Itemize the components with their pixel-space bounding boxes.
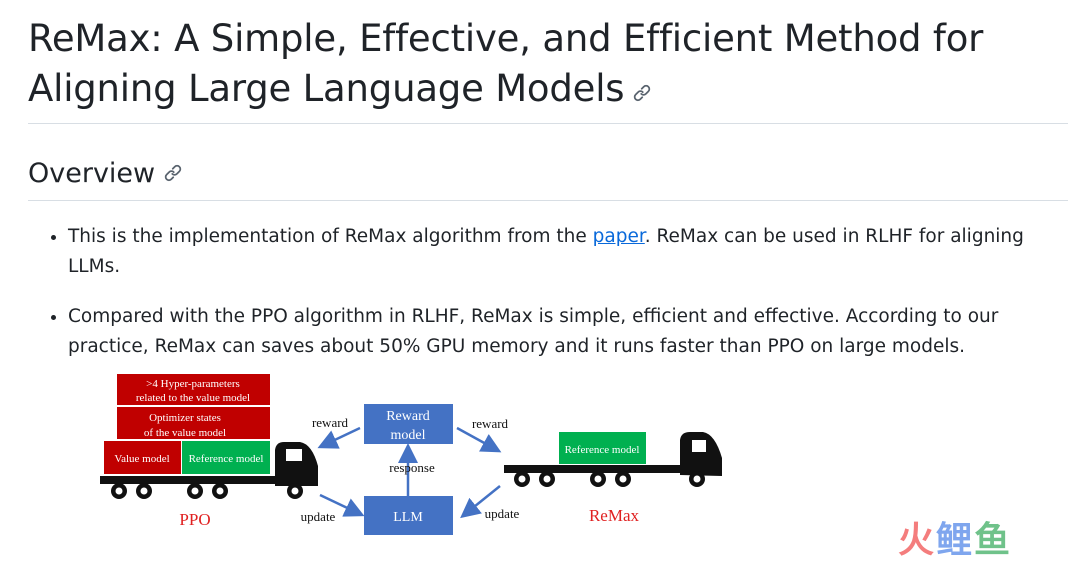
svg-text:>4 Hyper-parameters: >4 Hyper-parameters	[146, 378, 240, 390]
svg-text:model: model	[391, 428, 426, 443]
anchor-link-icon[interactable]	[163, 156, 183, 194]
svg-text:Reference model: Reference model	[565, 444, 640, 456]
svg-text:LLM: LLM	[393, 510, 423, 525]
hyperparams-box	[117, 374, 270, 405]
overview-list: This is the implementation of ReMax algo…	[28, 222, 1068, 382]
watermark-logo: 火鲤鱼	[898, 520, 1013, 561]
svg-text:related to the value model: related to the value model	[136, 392, 250, 404]
ppo-update-arrow	[319, 493, 365, 517]
ppo-truck-icon	[100, 442, 318, 499]
svg-text:Reward: Reward	[386, 409, 430, 424]
remax-vs-ppo-diagram: >4 Hyper-parameters related to the value…	[100, 374, 722, 535]
optimizer-states-box	[117, 407, 270, 439]
svg-text:of the value model: of the value model	[144, 427, 226, 439]
svg-text:update: update	[301, 509, 336, 524]
value-model-box	[104, 441, 181, 474]
svg-text:reward: reward	[472, 416, 509, 431]
overview-heading: Overview	[28, 155, 183, 194]
svg-text:PPO: PPO	[179, 510, 210, 529]
paper-link[interactable]: paper	[592, 226, 645, 247]
list-item: Compared with the PPO algorithm in RLHF,…	[68, 302, 1068, 362]
ppo-reward-arrow	[317, 426, 361, 449]
remax-update-arrow	[460, 485, 501, 519]
remax-reference-model-box	[559, 432, 646, 464]
title-divider	[28, 123, 1068, 124]
svg-text:response: response	[389, 460, 435, 475]
svg-text:Optimizer states: Optimizer states	[149, 412, 221, 424]
ppo-reference-model-box	[182, 441, 270, 474]
svg-text:update: update	[485, 506, 520, 521]
svg-text:Reference model: Reference model	[189, 453, 264, 465]
section-divider	[28, 200, 1068, 201]
reward-model-box	[364, 404, 453, 444]
svg-text:reward: reward	[312, 415, 349, 430]
page-title: ReMax: A Simple, Effective, and Efficien…	[28, 14, 1068, 116]
anchor-link-icon[interactable]	[632, 66, 652, 116]
remax-reward-arrow	[456, 426, 502, 453]
llm-box	[364, 496, 453, 535]
svg-text:ReMax: ReMax	[589, 506, 640, 525]
svg-text:Value model: Value model	[114, 453, 169, 465]
remax-truck-icon	[504, 432, 722, 487]
list-item: This is the implementation of ReMax algo…	[68, 222, 1068, 282]
